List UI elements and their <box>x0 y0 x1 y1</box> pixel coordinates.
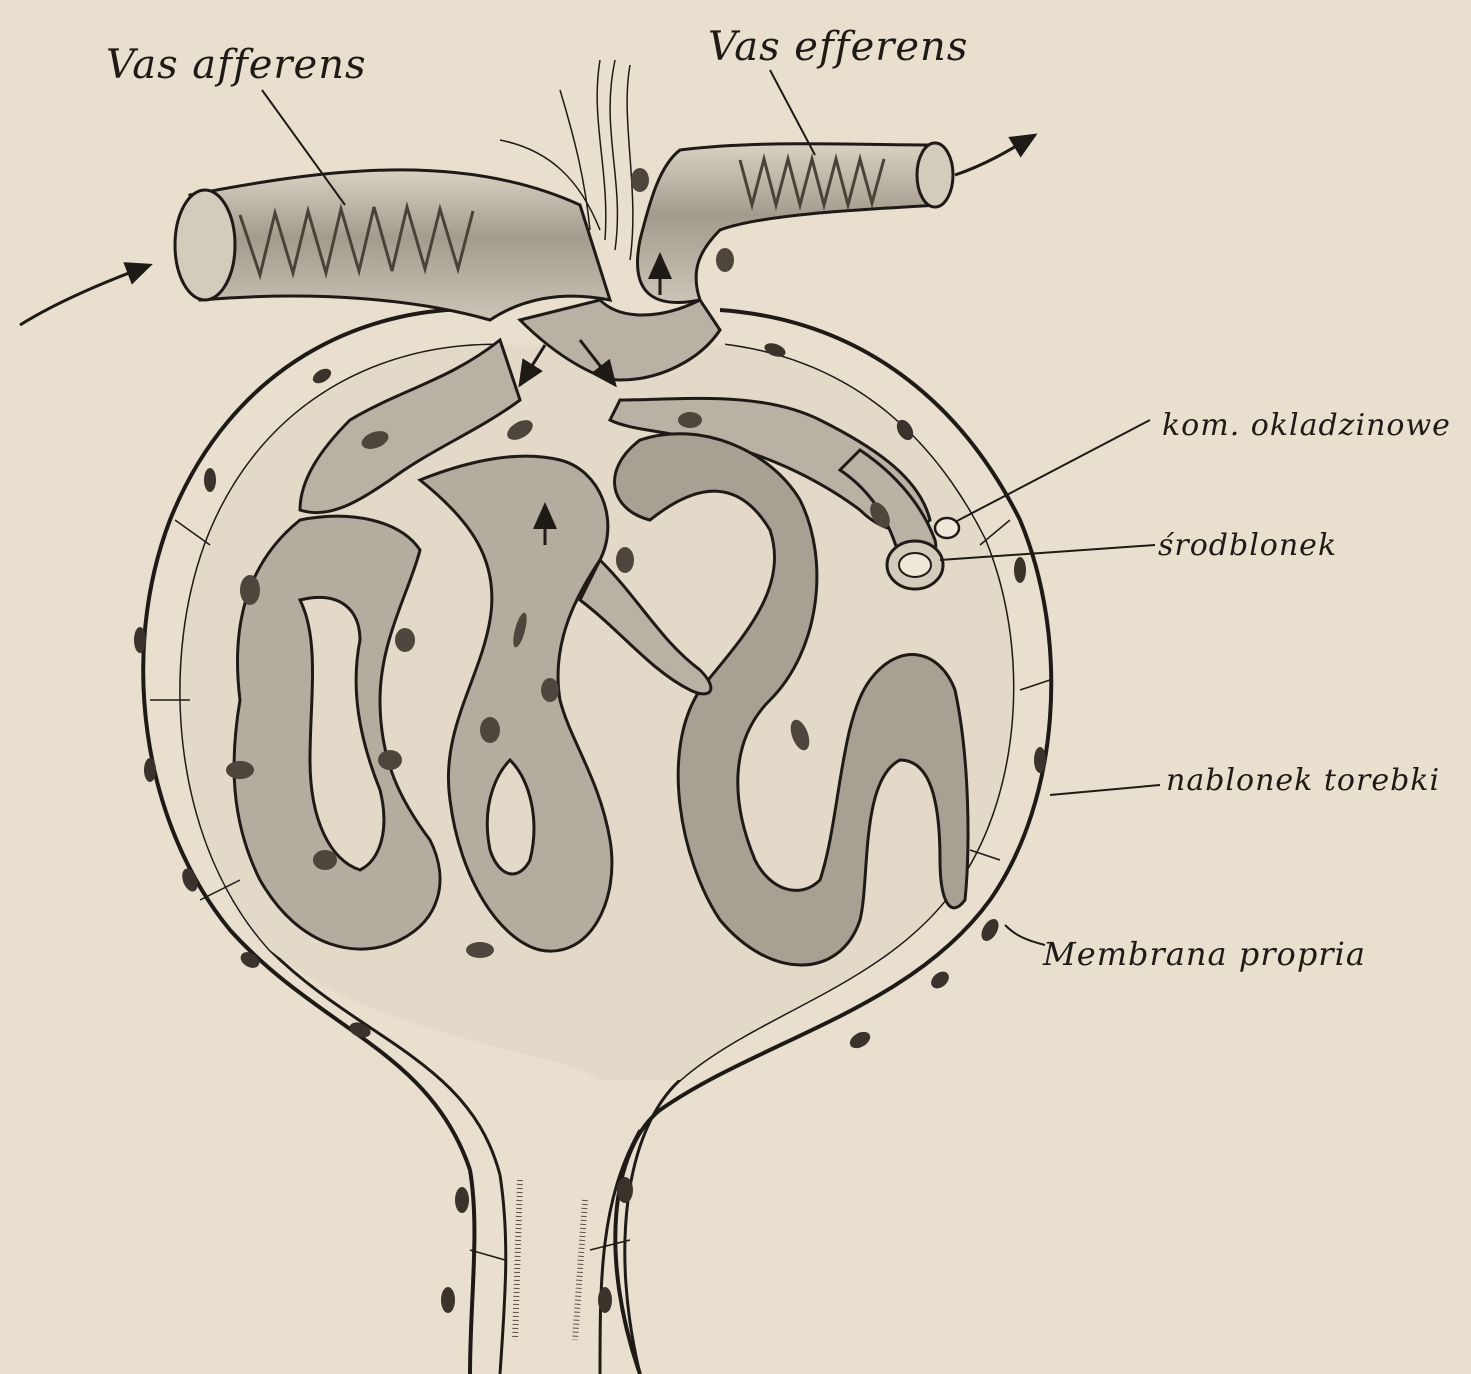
label-kom-okladzinowe: kom. okladzinowe <box>1162 408 1451 443</box>
label-nablonek-torebki: nablonek torebki <box>1166 763 1440 798</box>
vas-afferens-vessel <box>175 170 610 320</box>
leader-kom-okladzinowe <box>955 420 1150 522</box>
outflow-arrow <box>955 135 1035 175</box>
leader-membrana-propria <box>1005 925 1045 945</box>
leader-nablonek-torebki <box>1050 785 1160 795</box>
leader-vas-efferens <box>770 70 815 155</box>
label-vas-afferens: Vas afferens <box>106 42 367 88</box>
label-srodblonek: środblonek <box>1158 528 1337 563</box>
vas-efferens-vessel <box>638 143 954 303</box>
label-vas-efferens: Vas efferens <box>708 24 968 70</box>
inflow-arrow <box>20 265 150 325</box>
label-membrana-propria: Membrana propria <box>1043 935 1366 973</box>
